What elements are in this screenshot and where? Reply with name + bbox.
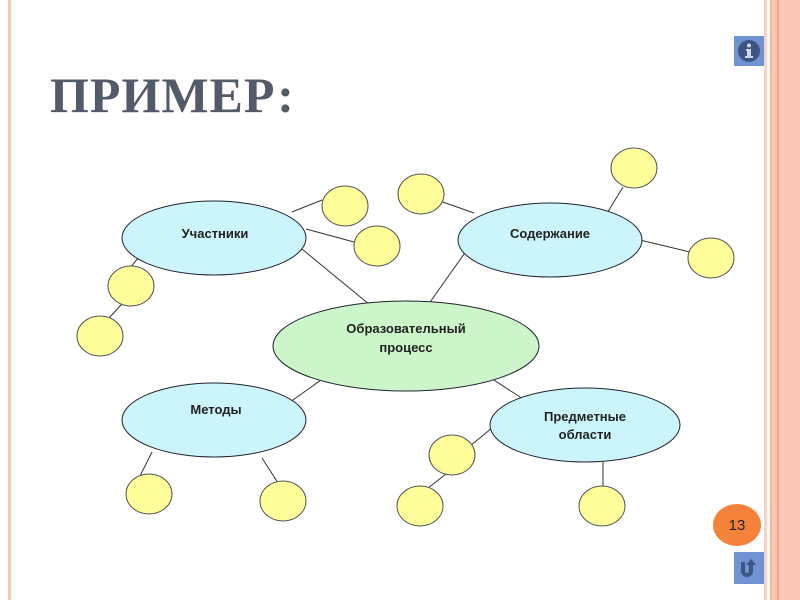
info-icon: [738, 40, 760, 62]
empty-circle-node: [578, 485, 626, 527]
connector: [305, 228, 355, 243]
right-decorative-stripes: [764, 0, 800, 600]
connector: [469, 427, 493, 447]
info-button[interactable]: [734, 36, 764, 66]
participants-label: Участники: [182, 226, 249, 241]
center-label-line2: процесс: [379, 340, 432, 355]
slide-title: ПРИМЕР:: [50, 67, 295, 123]
return-arrow-icon: [741, 559, 756, 577]
empty-circle-node: [259, 480, 307, 522]
page-number-badge: 13: [713, 504, 761, 546]
connector: [639, 239, 691, 253]
return-button[interactable]: [734, 552, 764, 584]
empty-circle-node: [428, 434, 476, 476]
empty-circle-node: [107, 265, 155, 307]
connector: [108, 303, 123, 319]
connector: [290, 239, 371, 306]
content-label: Содержание: [510, 226, 590, 241]
center-label-line1: Образовательный: [346, 321, 465, 336]
methods-label: Методы: [190, 402, 241, 417]
empty-circle-node: [353, 225, 401, 267]
empty-circle-node: [687, 237, 735, 279]
empty-circle-node: [610, 147, 658, 189]
connector: [291, 199, 323, 213]
subjects-label-line2: области: [559, 427, 612, 442]
empty-circle-node: [396, 485, 444, 527]
connector: [439, 200, 475, 214]
left-border: [8, 0, 11, 600]
connector: [427, 473, 447, 489]
connector: [261, 457, 279, 484]
subjects-label-line1: Предметные: [544, 409, 626, 424]
empty-circle-node: [321, 185, 369, 227]
node-methods: [121, 382, 307, 458]
node-participants: [121, 200, 307, 276]
connector: [139, 451, 153, 477]
empty-circle-node: [397, 173, 445, 215]
node-subjects: [489, 387, 681, 463]
empty-circle-node: [76, 315, 124, 357]
node-content: [457, 202, 643, 278]
node-center: [272, 300, 540, 392]
empty-circle-node: [125, 473, 173, 515]
